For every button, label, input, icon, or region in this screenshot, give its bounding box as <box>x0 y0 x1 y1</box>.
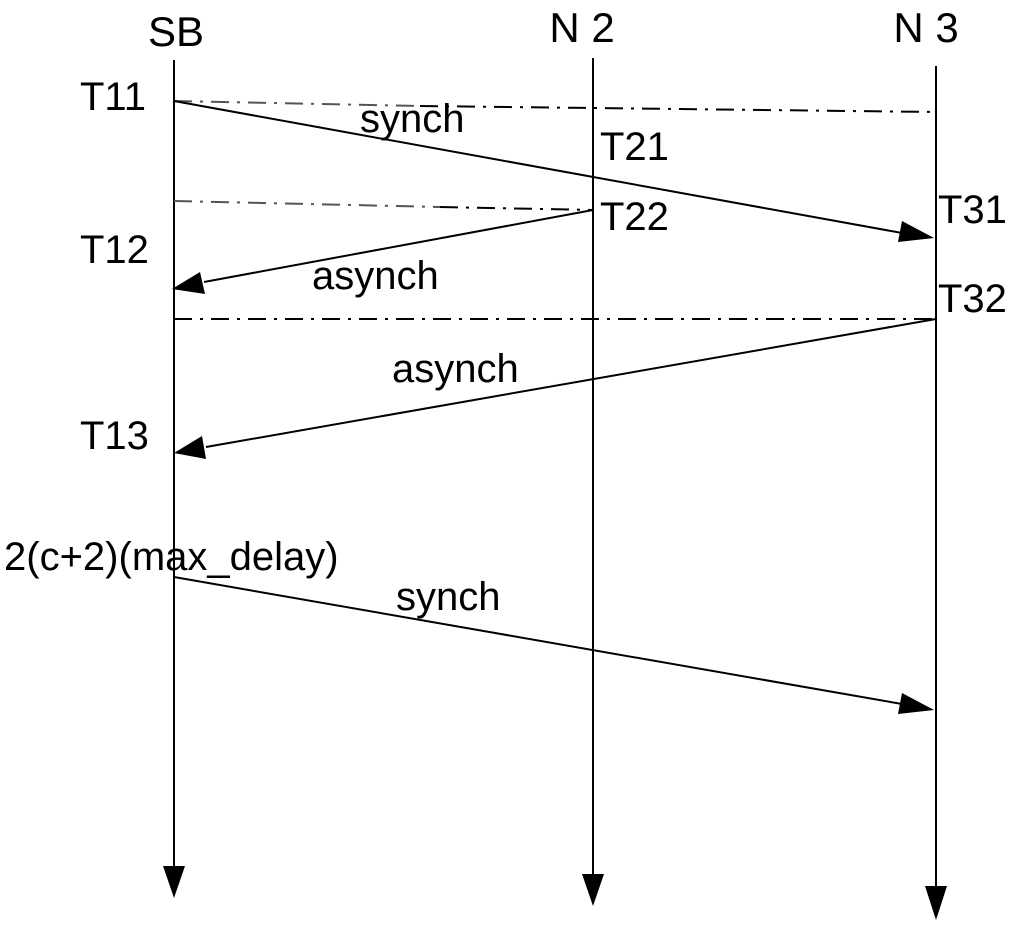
sync-line-t11 <box>419 105 937 113</box>
message-label-synch-1: synch <box>360 97 465 141</box>
sync-line-t11-gray <box>173 100 421 107</box>
reference-lines <box>173 100 937 320</box>
event-t21: T21 <box>600 125 669 169</box>
event-labels: T11 T21 T22 T31 T12 T32 T13 2(c+2)(max_d… <box>4 75 1007 579</box>
event-t32: T32 <box>938 277 1007 321</box>
sync-line-t22-gray <box>173 200 441 208</box>
message-labels: synch asynch asynch synch <box>312 97 519 619</box>
message-arrow-synch-2 <box>173 576 903 705</box>
message-arrow-synch-1 <box>173 100 903 234</box>
message-label-asynch-1: asynch <box>312 254 439 298</box>
event-t12: T12 <box>80 228 149 272</box>
message-arrowhead-synch-1 <box>898 221 934 242</box>
participant-n2: N 2 <box>549 4 614 51</box>
participant-labels: SB N 2 N 3 <box>148 4 959 55</box>
sync-line-t22 <box>439 206 594 211</box>
lifeline-sb-arrowhead <box>163 866 185 898</box>
event-t11: T11 <box>80 75 146 119</box>
message-arrowhead-synch-2 <box>898 693 934 714</box>
participant-n3: N 3 <box>893 4 958 51</box>
lifeline-n3-arrowhead <box>925 886 947 920</box>
message-arrows <box>172 100 937 714</box>
event-t31: T31 <box>938 188 1007 232</box>
lifeline-n2-arrowhead <box>582 874 604 906</box>
message-arrow-asynch-1 <box>203 209 594 283</box>
message-label-synch-2: synch <box>396 575 501 619</box>
event-t13: T13 <box>80 414 149 458</box>
message-arrowhead-asynch-1 <box>172 272 205 294</box>
message-arrow-asynch-2 <box>205 318 937 448</box>
participant-sb: SB <box>148 8 204 55</box>
lifelines <box>163 58 947 920</box>
event-t22: T22 <box>600 195 669 239</box>
message-arrowhead-asynch-2 <box>174 436 206 459</box>
event-bound: 2(c+2)(max_delay) <box>4 535 339 579</box>
message-label-asynch-2: asynch <box>392 347 519 391</box>
